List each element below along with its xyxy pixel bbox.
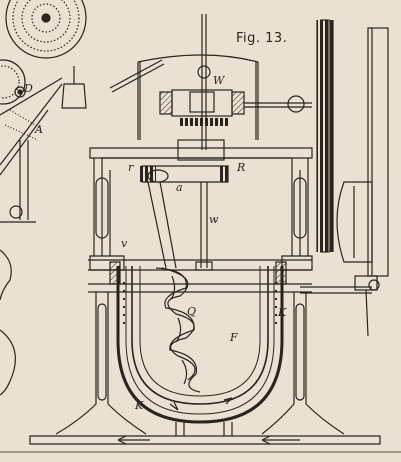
label-K-right: K xyxy=(278,306,287,319)
label-R: R xyxy=(237,161,246,174)
shaft-w xyxy=(195,182,213,271)
base-pipes xyxy=(0,422,401,453)
label-Q: Q xyxy=(187,305,197,318)
label-F: F xyxy=(230,331,238,344)
main-crossbeam xyxy=(89,139,313,183)
u-trough-jacket xyxy=(116,266,284,424)
label-a: a xyxy=(176,181,183,194)
left-spool xyxy=(5,0,87,59)
right-pulley-frame xyxy=(300,27,389,337)
right-column xyxy=(261,158,345,435)
label-D: D xyxy=(24,82,33,95)
label-w: w xyxy=(209,213,219,226)
figure-caption: Fig. 13. xyxy=(236,31,288,46)
large-gear-wheel xyxy=(316,19,334,253)
left-drum xyxy=(0,59,26,105)
left-incline-frame xyxy=(0,77,63,396)
label-A: A xyxy=(35,123,43,136)
lower-crossbar xyxy=(88,259,312,293)
bevel-gear-W xyxy=(159,89,312,126)
upper-frame xyxy=(109,14,259,150)
crank-arm xyxy=(147,181,177,269)
label-K-bottom: K xyxy=(135,399,144,412)
flow-arrows xyxy=(169,397,233,411)
spiral-stirrer-Q xyxy=(155,267,201,393)
label-v: v xyxy=(121,237,128,250)
hanging-weight xyxy=(61,66,87,109)
label-W: W xyxy=(213,74,225,87)
label-r: r xyxy=(128,161,134,174)
